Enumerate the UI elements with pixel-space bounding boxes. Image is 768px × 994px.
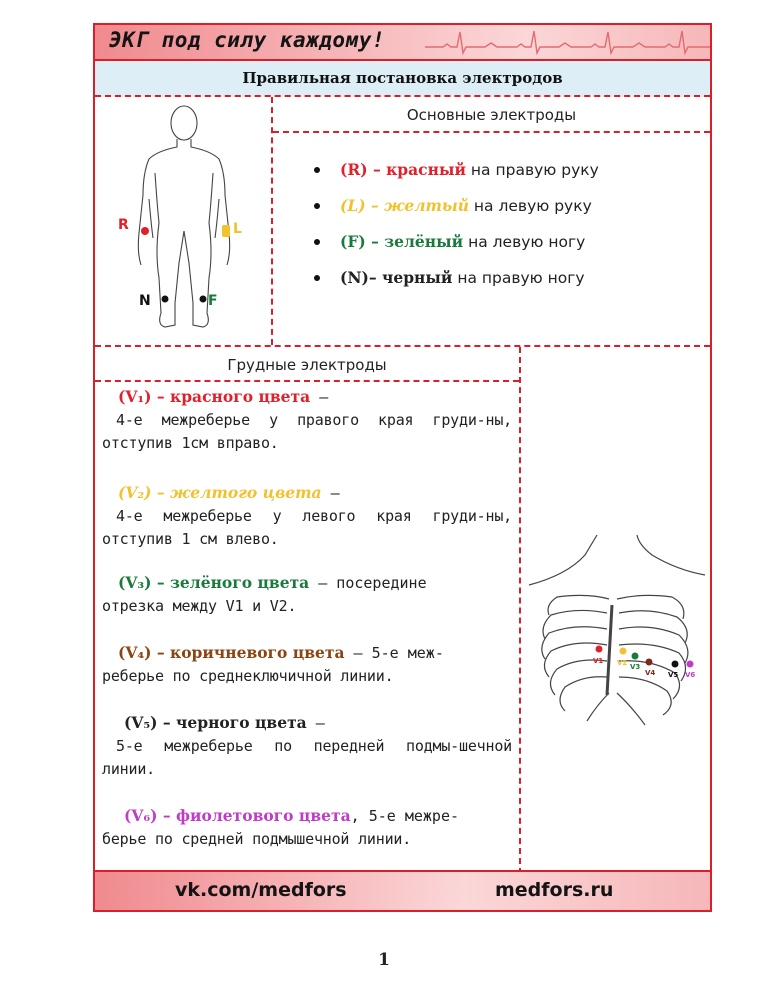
chest-item-title: (V₂) – желтого цвета — [118, 483, 322, 502]
lead-l-desc: на левую руку — [469, 197, 592, 215]
figure-label-v6: V6 — [685, 671, 695, 679]
chest-item-title: (V₃) – зелёного цвета — [118, 573, 310, 592]
chest-item-desc: 4-е межреберье у правого края груди-ны, … — [102, 411, 512, 452]
card-header: ЭКГ под силу каждому! — [95, 25, 710, 61]
lead-f: (F) – зелёный — [340, 232, 464, 251]
divider-main-heading — [273, 131, 710, 133]
chest-electrodes-heading: Грудные электроды — [227, 356, 387, 374]
chest-item-desc: реберье по среднеключичной линии. — [102, 667, 394, 685]
chest-item-desc: берье по средней подмышечной линии. — [102, 830, 412, 848]
lead-f-desc: на левую ногу — [463, 233, 586, 251]
chest-item-rest: – — [306, 714, 325, 732]
chest-item-title: (V₅) – черного цвета — [124, 713, 307, 732]
footer-site-link[interactable]: medfors.ru — [495, 879, 614, 901]
lead-r: (R) – красный — [340, 160, 466, 179]
figure-label-l: L — [233, 221, 242, 237]
ecg-wave-icon — [425, 30, 710, 56]
page-number: 1 — [378, 950, 390, 970]
chest-item-v4: (V₄) – коричневого цвета – 5-е меж- ребе… — [102, 641, 512, 688]
main-electrodes-list: (R) – красный на правую руку (L) – желты… — [310, 152, 599, 296]
card-footer: vk.com/medfors medfors.ru — [95, 870, 710, 910]
chest-item-rest: – — [321, 484, 340, 502]
lead-l: (L) – желтый — [340, 196, 469, 215]
figure-label-v1: V1 — [593, 657, 603, 665]
card-header-title: ЭКГ под силу каждому! — [109, 28, 386, 52]
chest-item-title: (V₁) – красного цвета — [118, 387, 311, 406]
rib-cage-figure: V1 V2 V3 V4 V5 V6 — [528, 535, 706, 726]
chest-item-rest: – посередине — [309, 574, 427, 592]
body-figure: R L N F — [118, 105, 242, 328]
figure-label-r: R — [118, 217, 129, 233]
list-item: (L) – желтый на левую руку — [310, 188, 599, 224]
figure-label-f: F — [208, 293, 218, 309]
lead-n: (N)– черный — [340, 268, 453, 287]
footer-vk-link[interactable]: vk.com/medfors — [175, 879, 347, 901]
chest-item-desc: 4-е межреберье у левого края груди-ны, о… — [102, 507, 512, 548]
list-item: (N)– черный на правую ногу — [310, 260, 599, 296]
chest-item-title: (V₆) – фиолетового цвета — [124, 806, 351, 825]
divider-top-vertical — [271, 97, 273, 345]
divider-bottom-vertical — [519, 347, 521, 874]
chest-item-title: (V₄) – коричневого цвета — [118, 643, 345, 662]
chest-item-v3: (V₃) – зелёного цвета – посередине отрез… — [102, 571, 512, 618]
figure-label-n: N — [139, 293, 151, 309]
ecg-card: ЭКГ под силу каждому! Правильная постано… — [93, 23, 712, 912]
chest-item-rest: , 5-е межре- — [350, 807, 460, 825]
main-electrodes-heading: Основные электроды — [406, 106, 577, 124]
figure-label-v2: V2 — [617, 659, 627, 667]
lead-n-desc: на правую ногу — [452, 269, 585, 287]
figure-label-v3: V3 — [630, 663, 640, 671]
chest-item-v2: (V₂) – желтого цвета – 4-е межреберье у … — [102, 481, 512, 551]
divider-chest-heading — [95, 380, 519, 382]
chest-item-desc: 5-е межреберье по передней подмы-шечной … — [102, 737, 512, 778]
list-item: (F) – зелёный на левую ногу — [310, 224, 599, 260]
chest-item-desc: отрезка между V1 и V2. — [102, 597, 297, 615]
list-item: (R) – красный на правую руку — [310, 152, 599, 188]
figure-label-v4: V4 — [645, 669, 655, 677]
chest-item-v1: (V₁) – красного цвета – 4-е межреберье у… — [102, 385, 512, 455]
divider-middle — [95, 345, 710, 347]
figure-label-v5: V5 — [668, 671, 678, 679]
section-title: Правильная постановка электродов — [95, 61, 710, 97]
lead-r-desc: на правую руку — [465, 161, 599, 179]
chest-item-rest: – 5-е меж- — [344, 644, 444, 662]
chest-item-v5: (V₅) – черного цвета – 5-е межреберье по… — [102, 711, 512, 781]
chest-item-v6: (V₆) – фиолетового цвета, 5-е межре- бер… — [102, 804, 512, 851]
chest-item-rest: – — [310, 388, 329, 406]
